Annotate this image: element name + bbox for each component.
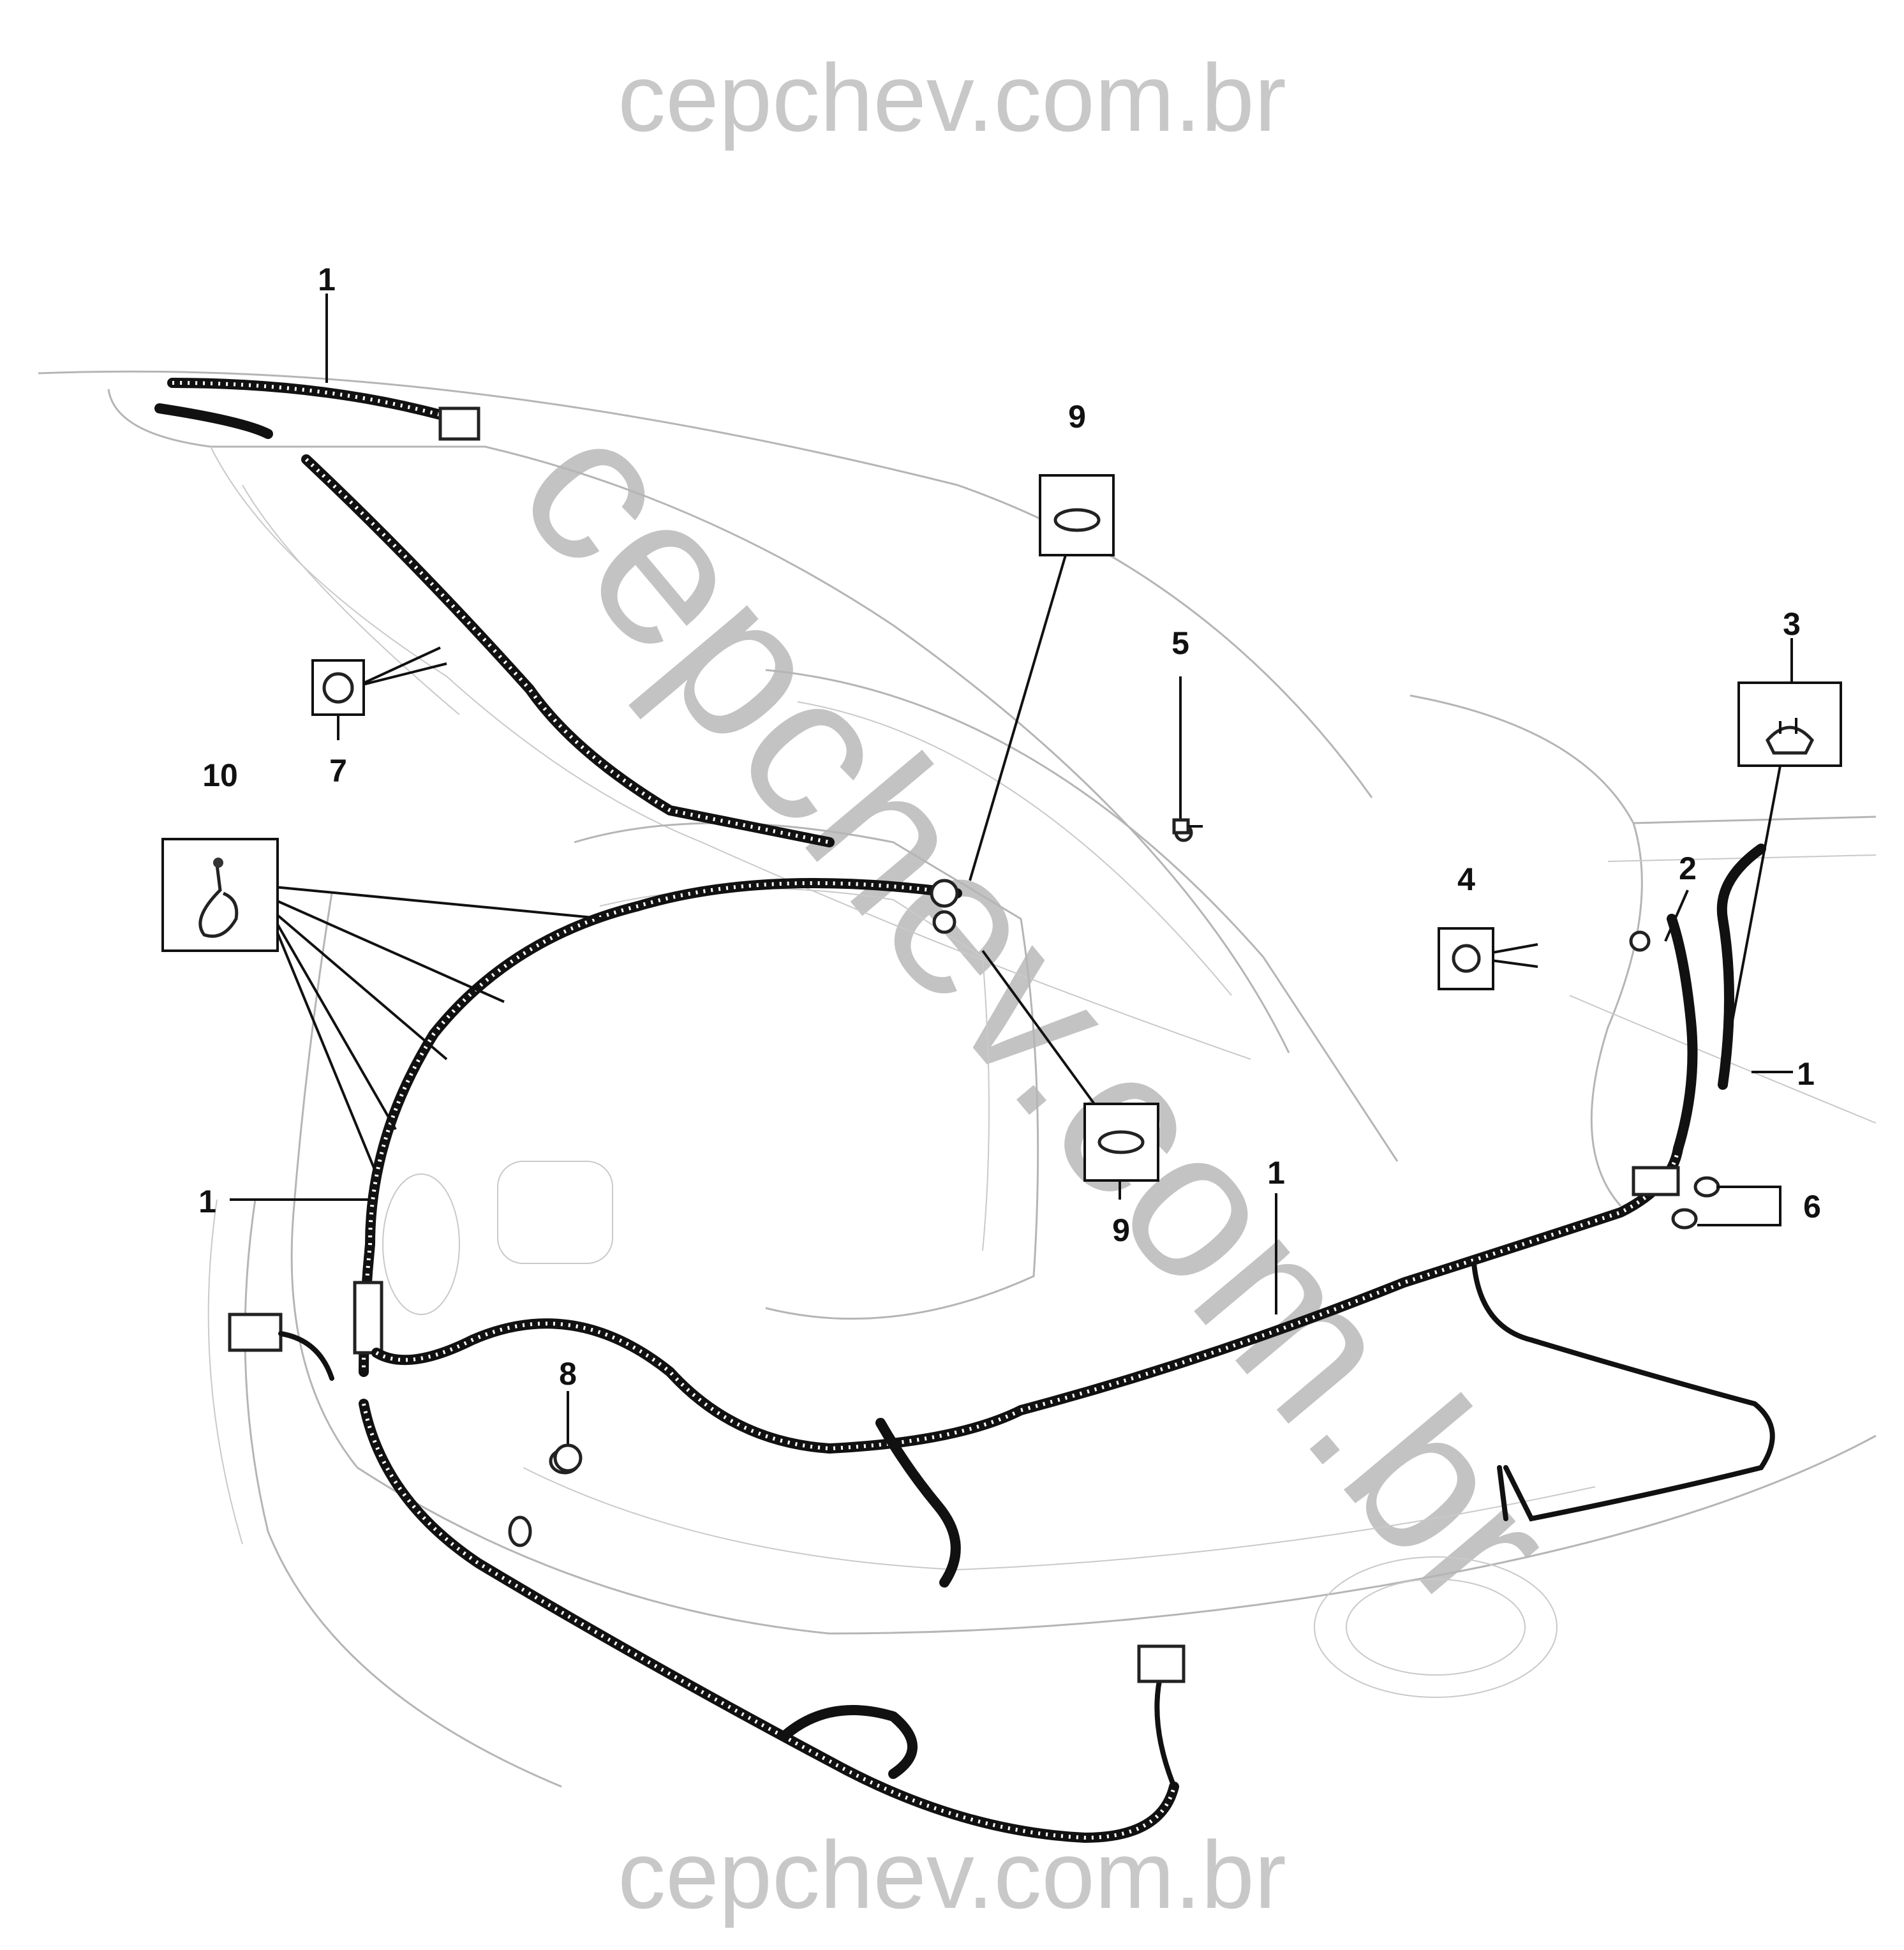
callout-6: 6	[1803, 1189, 1821, 1224]
callout-8: 8	[559, 1356, 577, 1392]
callout-box-7	[311, 659, 365, 716]
callout-9-bottom: 9	[1112, 1212, 1130, 1248]
callout-box-3	[1737, 681, 1842, 767]
callout-4: 4	[1457, 861, 1475, 897]
callout-1-left: 1	[198, 1184, 216, 1219]
right-connector	[1632, 1166, 1680, 1196]
left-lower-connector	[228, 1313, 283, 1352]
wiring-harness	[154, 378, 1775, 1843]
left-connector	[353, 1281, 383, 1355]
callout-1-right: 1	[1797, 1056, 1815, 1092]
callout-box-9-bottom	[1083, 1103, 1159, 1182]
floor-connector	[1137, 1644, 1186, 1683]
callout-screw-5	[1172, 818, 1203, 835]
callout-3: 3	[1783, 606, 1801, 642]
leader-lines	[230, 294, 1793, 1445]
callout-labels: 1 9 5 3 7 10 4 2 1 1 1 9 6 8	[198, 262, 1821, 1392]
callout-7: 7	[329, 753, 347, 789]
callout-1-top: 1	[318, 262, 336, 297]
callout-box-4	[1438, 927, 1494, 990]
callout-1-middle: 1	[1267, 1155, 1285, 1191]
watermark-bottom: cepchev.com.br	[618, 1821, 1286, 1928]
callout-box-10	[161, 838, 279, 952]
watermark-diagonal: cepchev.com.br	[475, 373, 1602, 1652]
callout-5: 5	[1171, 625, 1189, 661]
callout-nut-8	[553, 1443, 583, 1473]
callout-10: 10	[202, 757, 238, 793]
callout-2: 2	[1679, 851, 1697, 886]
callout-9-top: 9	[1068, 399, 1086, 435]
callout-box-9-top	[1039, 474, 1115, 556]
watermark-top: cepchev.com.br	[618, 44, 1286, 151]
lid-connector	[438, 406, 480, 441]
